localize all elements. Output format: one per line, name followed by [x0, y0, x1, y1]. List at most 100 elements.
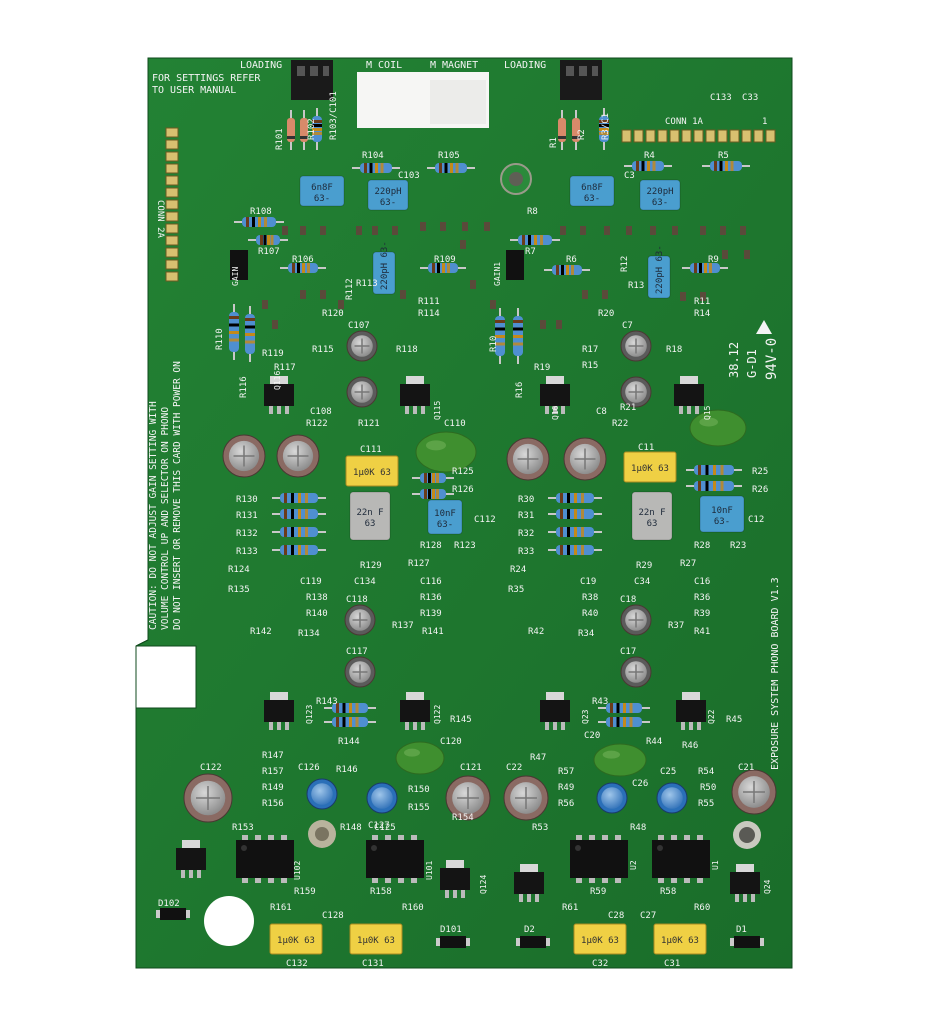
electrolytic-group: [183, 330, 777, 823]
ref-r19: R19: [534, 363, 550, 373]
svg-text:10nF: 10nF: [711, 506, 733, 516]
transistor-regulator: [264, 376, 294, 414]
resistor: [427, 163, 475, 173]
smd-component: [602, 290, 608, 299]
svg-text:63: 63: [647, 519, 658, 529]
transistor-regulator: [730, 864, 760, 902]
ref-r137: R137: [392, 621, 414, 631]
ref-r110: R110: [215, 328, 225, 350]
ref-r143: R143: [316, 697, 338, 707]
film-capacitor: 220pH 63-: [647, 245, 671, 299]
transistor-regulator: [264, 692, 294, 730]
smd-diode: [436, 936, 470, 948]
electrolytic-capacitor: [620, 376, 652, 408]
ref-c16: C16: [694, 577, 710, 587]
ref-d101: D101: [440, 925, 462, 935]
ref-r23: R23: [730, 541, 746, 551]
ref-c3: C3: [624, 171, 635, 181]
ref-q123: Q123: [305, 705, 314, 724]
smd-component: [680, 292, 686, 301]
ref-r53: R53: [532, 823, 548, 833]
ref-r59: R59: [590, 887, 606, 897]
svg-text:22n F: 22n F: [356, 508, 383, 518]
ref-u2: U2: [629, 860, 638, 870]
resistor: [312, 108, 322, 150]
ref-r118: R118: [396, 345, 418, 355]
ref-r15: R15: [582, 361, 598, 371]
resistor: [599, 108, 609, 150]
smd-component: [556, 320, 562, 329]
electrolytic-capacitor: [620, 656, 652, 688]
electrolytic-capacitor: [344, 604, 376, 636]
ref-r35: R35: [508, 585, 524, 595]
smd-component: [744, 250, 750, 259]
smd-component: [490, 300, 496, 309]
green-dipped-capacitor: [415, 431, 477, 473]
ref-r46: R46: [682, 741, 698, 751]
label-loading-left: LOADING: [240, 60, 282, 71]
ref-c127: C127: [368, 821, 390, 831]
smd-component: [720, 226, 726, 235]
ref-c121: C121: [460, 763, 482, 773]
ref-c120: C120: [440, 737, 462, 747]
ref-r14: R14: [694, 309, 710, 319]
ref-r109: R109: [434, 255, 456, 265]
ref-c134: C134: [354, 577, 376, 587]
electrolytic-capacitor: [620, 330, 652, 362]
electrolytic-capacitor: [503, 775, 549, 821]
smd-diode: [156, 908, 190, 920]
electrolytic-capacitor: [445, 775, 491, 821]
ref-r27: R27: [680, 559, 696, 569]
smd-component: [700, 226, 706, 235]
ref-r45: R45: [726, 715, 742, 725]
svg-text:220pH: 220pH: [646, 187, 673, 197]
ref-r126: R126: [452, 485, 474, 495]
smd-component: [560, 226, 566, 235]
ref-c111: C111: [360, 445, 382, 455]
ref-r107: R107: [258, 247, 280, 257]
small-blue-capacitor: [596, 782, 628, 814]
ref-c19: C19: [580, 577, 596, 587]
ref-c20: C20: [584, 731, 600, 741]
smd-component: [300, 226, 306, 235]
ref-c125: C125: [374, 823, 396, 833]
ref-q15: Q15: [703, 405, 712, 420]
gain-jumper-right: [506, 250, 524, 280]
ref-c31: C31: [664, 959, 680, 969]
ref-u102: U102: [293, 861, 302, 880]
resistor: [624, 161, 672, 171]
diode: [300, 110, 308, 150]
ref-r103: R103/C101: [329, 91, 339, 140]
ref-r136: R136: [420, 593, 442, 603]
ref-gain: GAIN: [231, 267, 240, 286]
smd-diode: [730, 936, 764, 948]
ref-r21: R21: [620, 403, 636, 413]
ref-gain1: GAIN1: [493, 262, 502, 286]
ref-q22: Q22: [707, 709, 716, 724]
ref-r142: R142: [250, 627, 272, 637]
ref-r102: R102: [307, 118, 317, 140]
svg-text:220pH: 220pH: [374, 187, 401, 197]
diode: [558, 110, 566, 150]
ref-c118: C118: [346, 595, 368, 605]
ref-r106: R106: [292, 255, 314, 265]
svg-text:220pH 63-: 220pH 63-: [380, 241, 390, 290]
ref-c11: C11: [638, 443, 654, 453]
ref-r32: R32: [518, 529, 534, 539]
yellow-capacitor: 1µ0K 63: [345, 455, 399, 487]
ref-r5: R5: [718, 151, 729, 161]
ref-r20: R20: [598, 309, 614, 319]
smd-component: [650, 226, 656, 235]
resistor: [412, 489, 454, 499]
label-c133: C133: [710, 93, 732, 103]
ref-r25: R25: [752, 467, 768, 477]
ref-r155: R155: [408, 803, 430, 813]
ref-r17: R17: [582, 345, 598, 355]
ref-r56: R56: [558, 799, 574, 809]
ref-r147: R147: [262, 751, 284, 761]
resistor: [352, 163, 400, 173]
yellow-capacitor: 1µ0K 63: [623, 451, 677, 483]
